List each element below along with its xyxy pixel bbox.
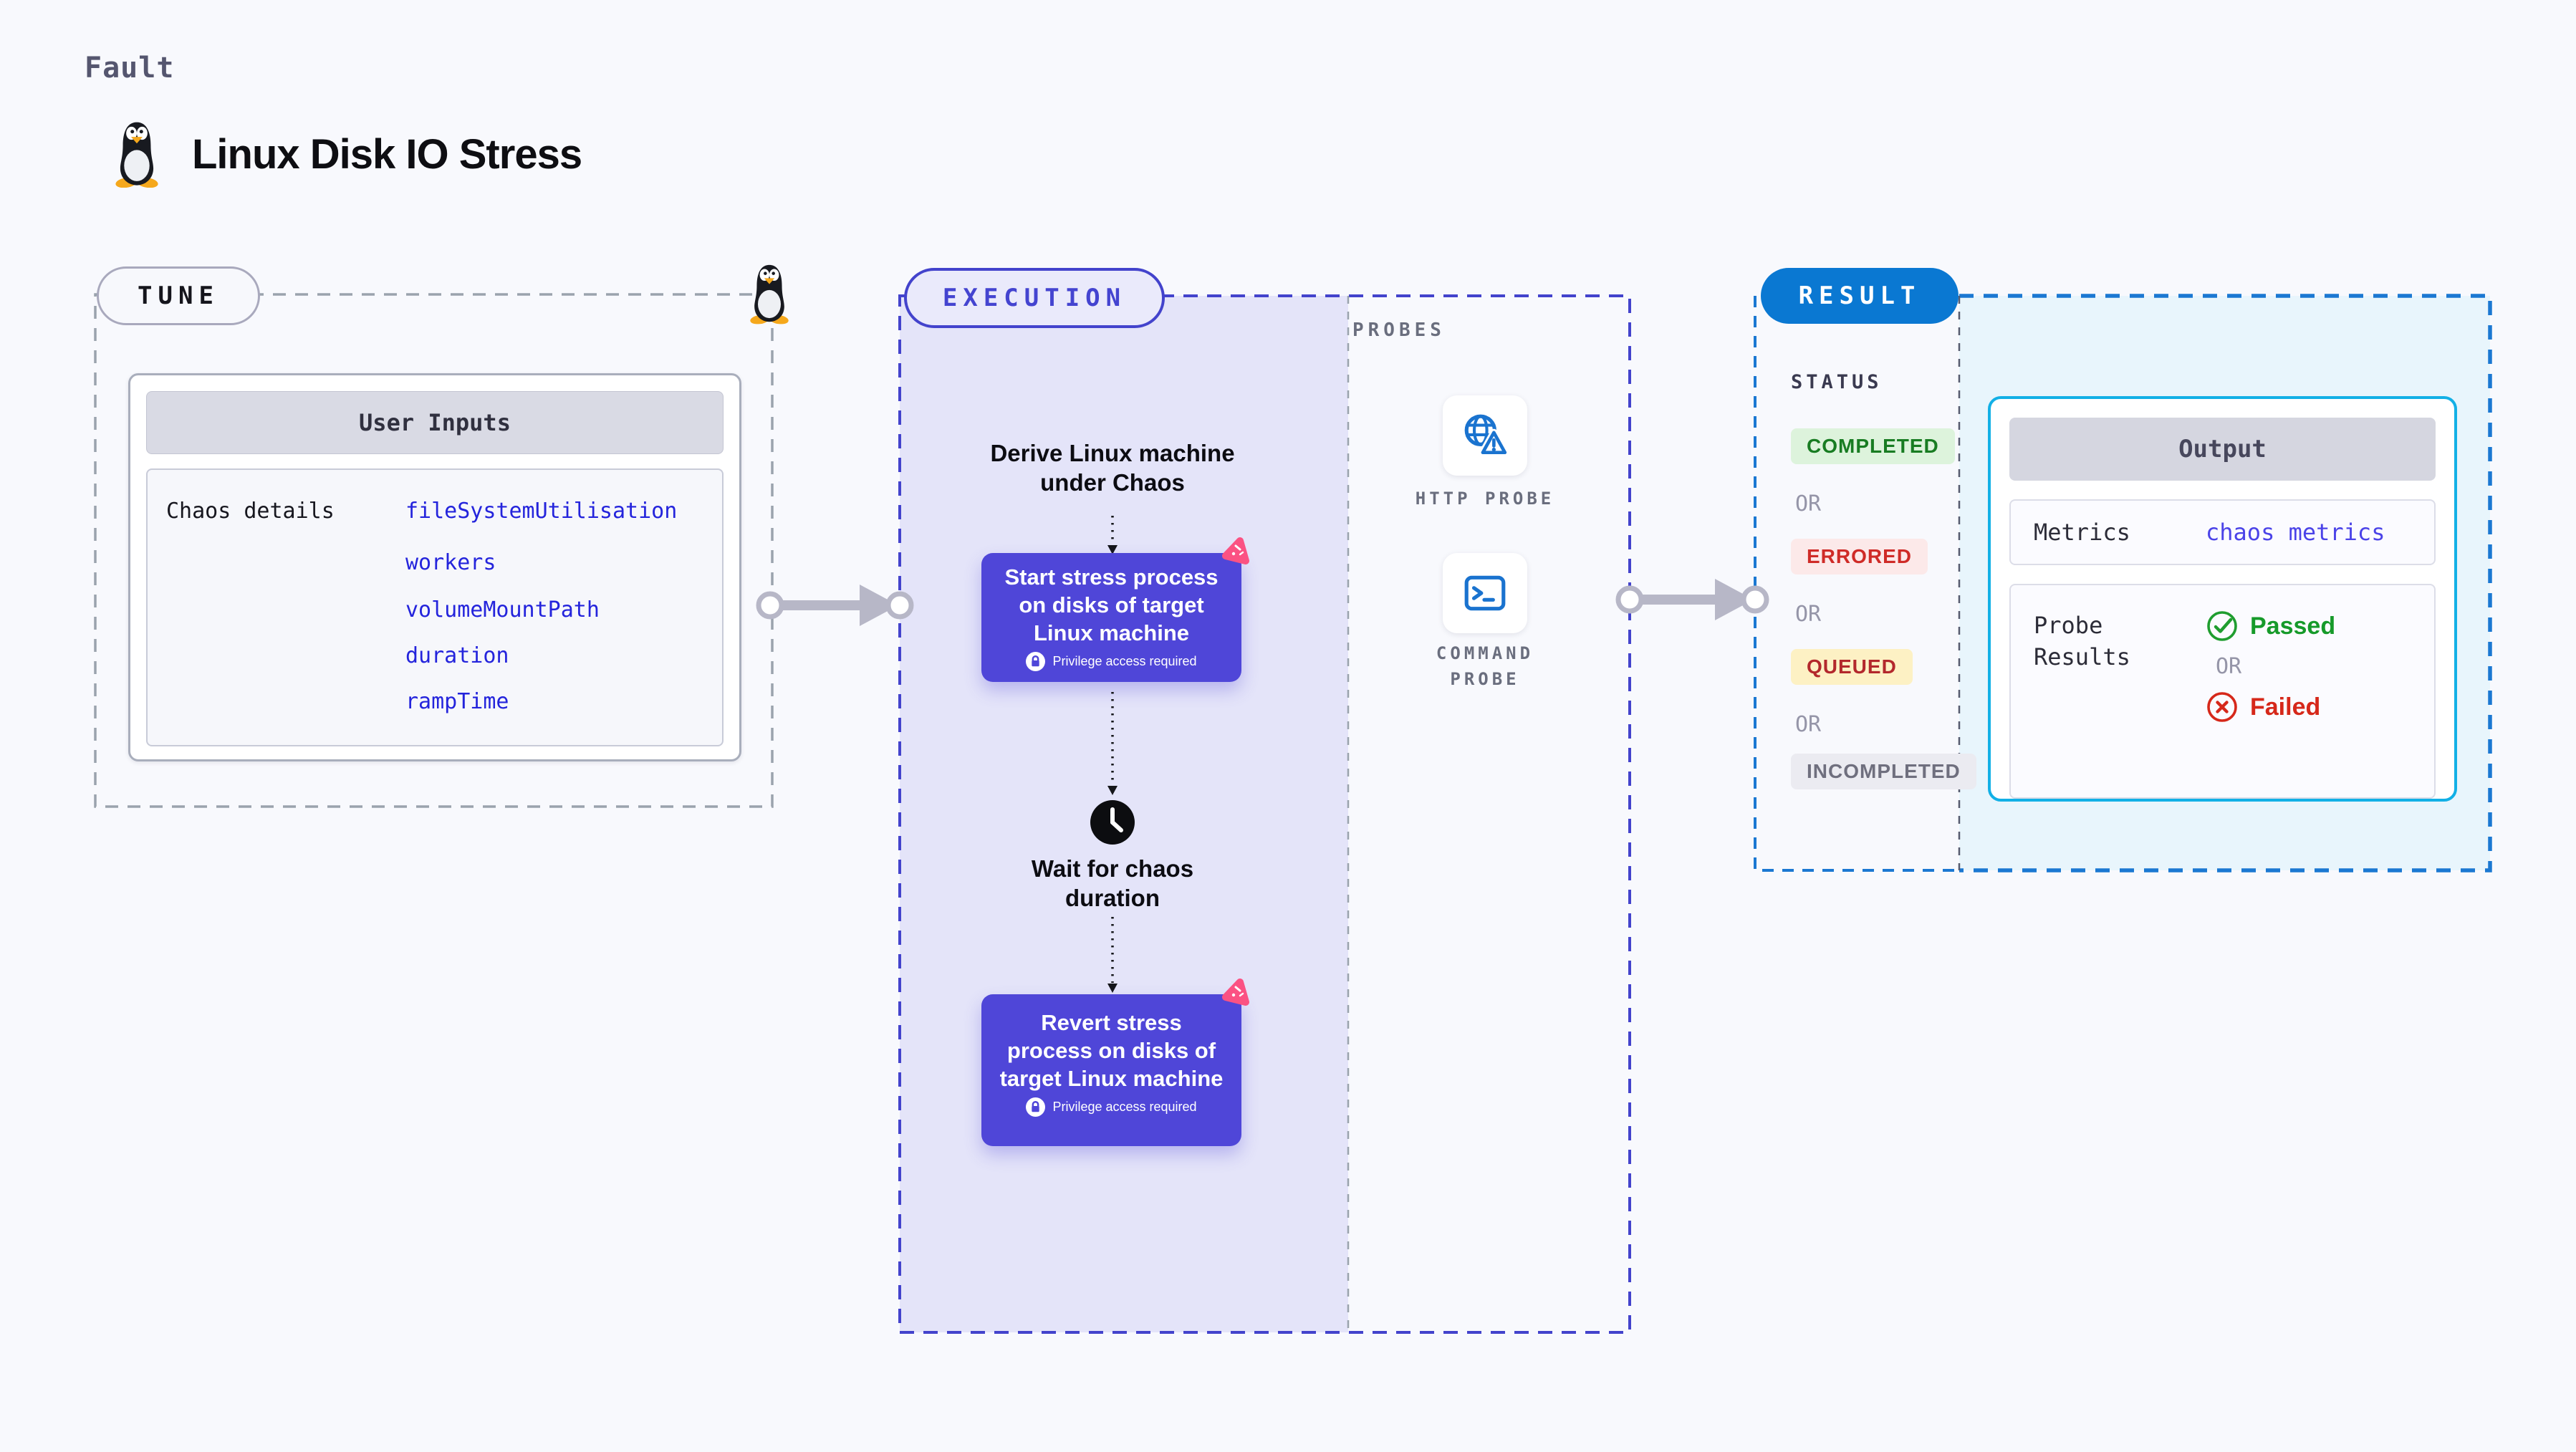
probe-results-row: Probe Results Passed OR (2009, 584, 2436, 799)
user-inputs-card: User Inputs Chaos details fileSystemUtil… (128, 373, 741, 761)
status-completed-badge: COMPLETED (1791, 428, 1955, 464)
wait-step-text: Wait for chaos duration (1031, 855, 1194, 911)
or-separator: OR (1795, 712, 1822, 737)
revert-stress-step: Revert stress process on disks of target… (981, 994, 1241, 1146)
dotted-arrow-icon (1107, 692, 1118, 795)
status-incompleted-badge: INCOMPLETED (1791, 754, 1976, 789)
clock-icon (1090, 800, 1135, 845)
http-probe-label: HTTP PROBE (1415, 489, 1555, 509)
fault-kicker: Fault (85, 52, 175, 85)
result-badge: RESULT (1761, 268, 1959, 324)
check-circle-icon (2207, 611, 2237, 641)
output-card: Output Metrics chaos metrics Probe Resul… (1988, 396, 2457, 802)
output-title: Output (2009, 418, 2436, 481)
metrics-value: chaos metrics (2206, 519, 2385, 546)
start-stress-step: Start stress process on disks of target … (981, 553, 1241, 682)
failed-label: Failed (2250, 693, 2321, 721)
metrics-label: Metrics (2034, 519, 2130, 546)
lock-icon (1026, 1097, 1046, 1117)
derive-step-text: Derive Linux machine under Chaos (990, 440, 1235, 496)
param-volumemountpath: volumeMountPath (405, 597, 600, 622)
status-errored-badge: ERRORED (1791, 539, 1928, 574)
or-separator: OR (2216, 654, 2242, 679)
probes-section-label: PROBES (1352, 319, 1446, 341)
or-separator: OR (1795, 602, 1822, 627)
execution-badge: EXECUTION (904, 268, 1165, 328)
passed-label: Passed (2250, 612, 2336, 640)
page-title: Linux Disk IO Stress (192, 131, 582, 178)
status-queued-badge: QUEUED (1791, 649, 1913, 685)
lock-icon (1026, 652, 1046, 671)
dotted-arrow-icon (1107, 516, 1118, 554)
status-column-label: STATUS (1791, 371, 1883, 393)
x-circle-icon (2207, 692, 2237, 722)
flow-arrow-icon (1615, 579, 1769, 620)
linux-penguin-icon (746, 261, 793, 325)
param-filesystemutilisation: fileSystemUtilisation (405, 499, 678, 524)
probe-results-label: Probe Results (2034, 612, 2130, 670)
dotted-arrow-icon (1107, 917, 1118, 993)
linux-penguin-icon (109, 119, 165, 188)
or-separator: OR (1795, 491, 1822, 516)
privilege-note: Privilege access required (1052, 1100, 1197, 1114)
privilege-note: Privilege access required (1052, 654, 1197, 668)
command-probe-card (1443, 553, 1527, 633)
command-probe-label: COMMAND (1436, 643, 1534, 663)
http-probe-card (1443, 395, 1527, 476)
chaos-params-box: Chaos details fileSystemUtilisation work… (146, 468, 724, 746)
terminal-icon (1464, 575, 1506, 611)
globe-warning-icon (1464, 414, 1509, 456)
param-ramptime: rampTime (405, 689, 509, 714)
param-workers: workers (405, 550, 496, 575)
chaos-experiment-icon (1222, 979, 1249, 1006)
user-inputs-title: User Inputs (146, 391, 724, 454)
command-probe-label: PROBE (1450, 669, 1520, 689)
param-duration: duration (405, 643, 509, 668)
flow-arrow-icon (756, 585, 914, 626)
tune-badge: TUNE (97, 266, 260, 325)
chaos-details-label: Chaos details (166, 499, 335, 524)
chaos-experiment-icon (1222, 537, 1249, 564)
metrics-row: Metrics chaos metrics (2009, 499, 2436, 565)
